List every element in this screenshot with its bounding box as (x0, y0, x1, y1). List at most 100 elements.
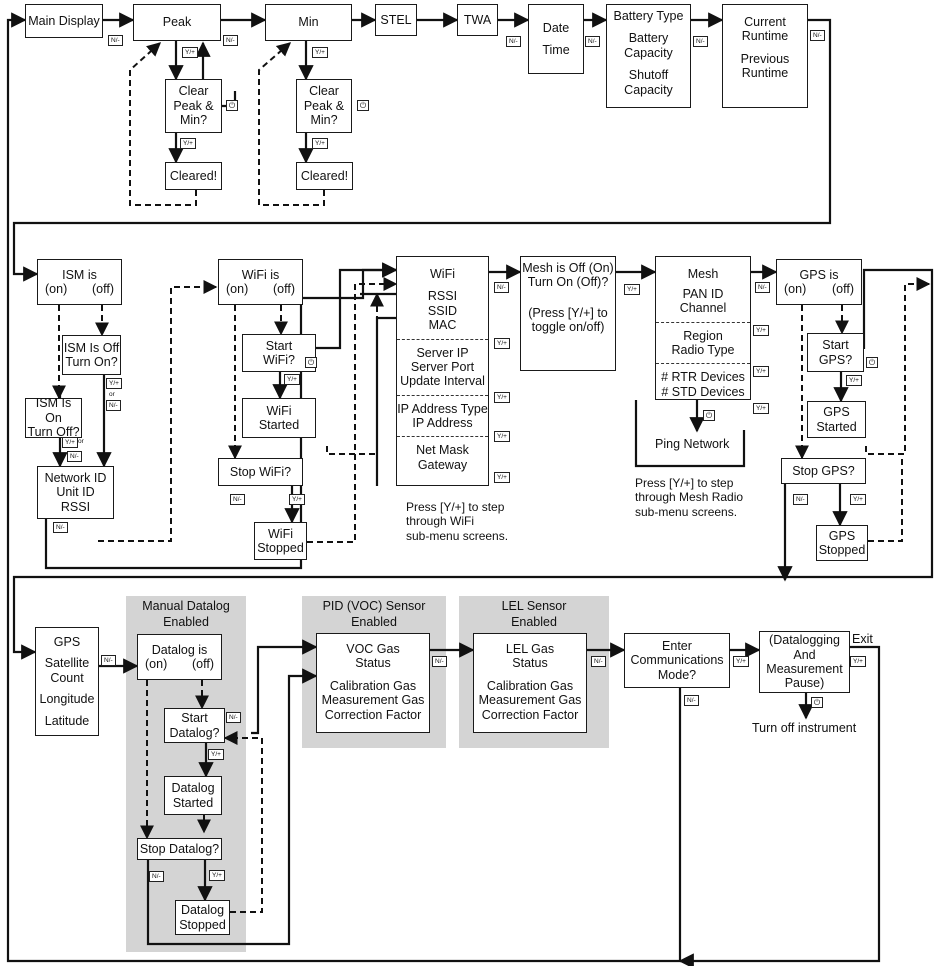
cleared-label: Cleared! (169, 168, 218, 183)
n-key-icon: N/- (684, 695, 699, 706)
on-off-pair: (on)(off) (38, 282, 121, 296)
n-key-icon: N/- (226, 712, 241, 723)
power-key-icon: ⏻ (866, 357, 878, 368)
measurement-gas-label: Measurement Gas (478, 693, 582, 708)
stel-label: STEL (380, 12, 412, 27)
y-key-icon: Y/+ (494, 392, 510, 403)
turn-off-instrument-label: Turn off instrument (752, 721, 857, 735)
stel-node: STEL (375, 4, 417, 36)
y-key-icon: Y/+ (733, 656, 749, 667)
pause-label: Pause) (784, 676, 825, 691)
y-key-icon: Y/+ (850, 656, 866, 667)
longitude-label: Longitude (39, 692, 95, 707)
enter-label: Enter (662, 638, 692, 653)
divider (656, 363, 750, 365)
y-key-icon: Y/+ (312, 138, 328, 149)
network-id-label: Network ID (44, 470, 107, 485)
wifi-note-line-1: Press [Y/+] to step (406, 500, 505, 514)
started-label: Started (258, 418, 300, 432)
turn-on-label: Turn On? (65, 355, 118, 369)
press-y-label: (Press [Y/+] to (528, 305, 608, 320)
divider (397, 394, 488, 396)
power-key-icon: ⏻ (357, 100, 369, 111)
stop-wifi-label: Stop WiFi? (229, 464, 292, 479)
n-key-icon: N/- (53, 522, 68, 533)
peak-label: Peak (162, 15, 192, 30)
gps-question-label: GPS? (818, 352, 853, 367)
voc-gas-label: VOC Gas (346, 642, 400, 656)
y-key-icon: Y/+ (753, 366, 769, 377)
gps-label: GPS (828, 528, 856, 543)
n-key-icon: N/- (230, 494, 245, 505)
mesh-note-line-1: Press [Y/+] to step (635, 476, 734, 490)
on-label: (on) (784, 282, 807, 296)
wifi-label: WiFi (268, 526, 293, 541)
mesh-note-line-2: through Mesh Radio (635, 490, 744, 505)
clear-label: Clear (178, 84, 209, 99)
measurement-gas-label: Measurement Gas (321, 693, 425, 708)
min-node: Min (265, 4, 352, 41)
on-off-pair: (on)(off) (219, 282, 302, 296)
wifi-note-line-2: through WiFi (406, 514, 475, 529)
ism-on-label: ISM Is On (35, 396, 72, 425)
correction-factor-label: Correction Factor (481, 707, 579, 722)
y-key-icon: Y/+ (180, 138, 196, 149)
n-key-icon: N/- (585, 36, 600, 47)
mesh-toggle-node: Mesh is Off (On)Turn On (Off)?(Press [Y/… (520, 256, 616, 371)
dashed-flow-lines (868, 454, 903, 542)
datalog-label: Datalog (171, 781, 215, 796)
y-key-icon: Y/+ (494, 431, 510, 442)
time-label: Time (542, 43, 570, 57)
battery-capacity-label-2: Capacity (624, 45, 673, 60)
y-key-icon: Y/+ (494, 472, 510, 483)
rssi-label: RSSI (427, 289, 458, 304)
off-label: (off) (92, 282, 114, 296)
on-label: (on) (226, 282, 249, 296)
divider (397, 436, 488, 438)
power-key-icon: ⏻ (811, 697, 823, 708)
wifi-question-label: WiFi? (263, 353, 295, 367)
gps-is-node: GPS is(on)(off) (776, 259, 862, 305)
and-label: And (793, 647, 816, 662)
main-display-label: Main Display (28, 13, 100, 28)
update-interval-label: Update Interval (400, 374, 485, 389)
y-key-icon: Y/+ (62, 437, 78, 448)
server-ip-label: Server IP (416, 345, 469, 360)
divider (656, 321, 750, 323)
cleared-label: Cleared! (300, 168, 349, 183)
ism-is-node: ISM is(on)(off) (37, 259, 122, 305)
ping-network-label: Ping Network (655, 437, 730, 451)
lel-sensor-line-2: Enabled (511, 614, 557, 629)
cleared-2-node: Cleared! (296, 162, 353, 190)
n-key-icon: N/- (793, 494, 808, 505)
gps-label: GPS (823, 405, 850, 420)
off-label: (off) (192, 657, 214, 671)
toggle-label: toggle on/off) (531, 320, 605, 335)
stop-datalog-node: Stop Datalog? (137, 838, 222, 860)
twa-node: TWA (457, 4, 498, 36)
battery-type-label: Battery Type (613, 9, 684, 23)
on-off-pair: (on)(off) (777, 282, 861, 296)
mesh-off-on-label: Mesh is Off (On) (522, 261, 614, 275)
n-key-icon: N/- (149, 871, 164, 882)
net-mask-label: Net Mask (416, 443, 469, 458)
latitude-label: Latitude (44, 713, 90, 728)
y-key-icon: Y/+ (494, 338, 510, 349)
stop-datalog-label: Stop Datalog? (139, 841, 220, 856)
exit-label: Exit (852, 632, 873, 646)
gps-label: GPS (53, 635, 81, 650)
radio-type-label: Radio Type (671, 342, 735, 357)
y-key-icon: Y/+ (284, 374, 300, 385)
dashed-flow-arrows (52, 42, 931, 913)
wifi-is-label: WiFi is (241, 267, 280, 282)
